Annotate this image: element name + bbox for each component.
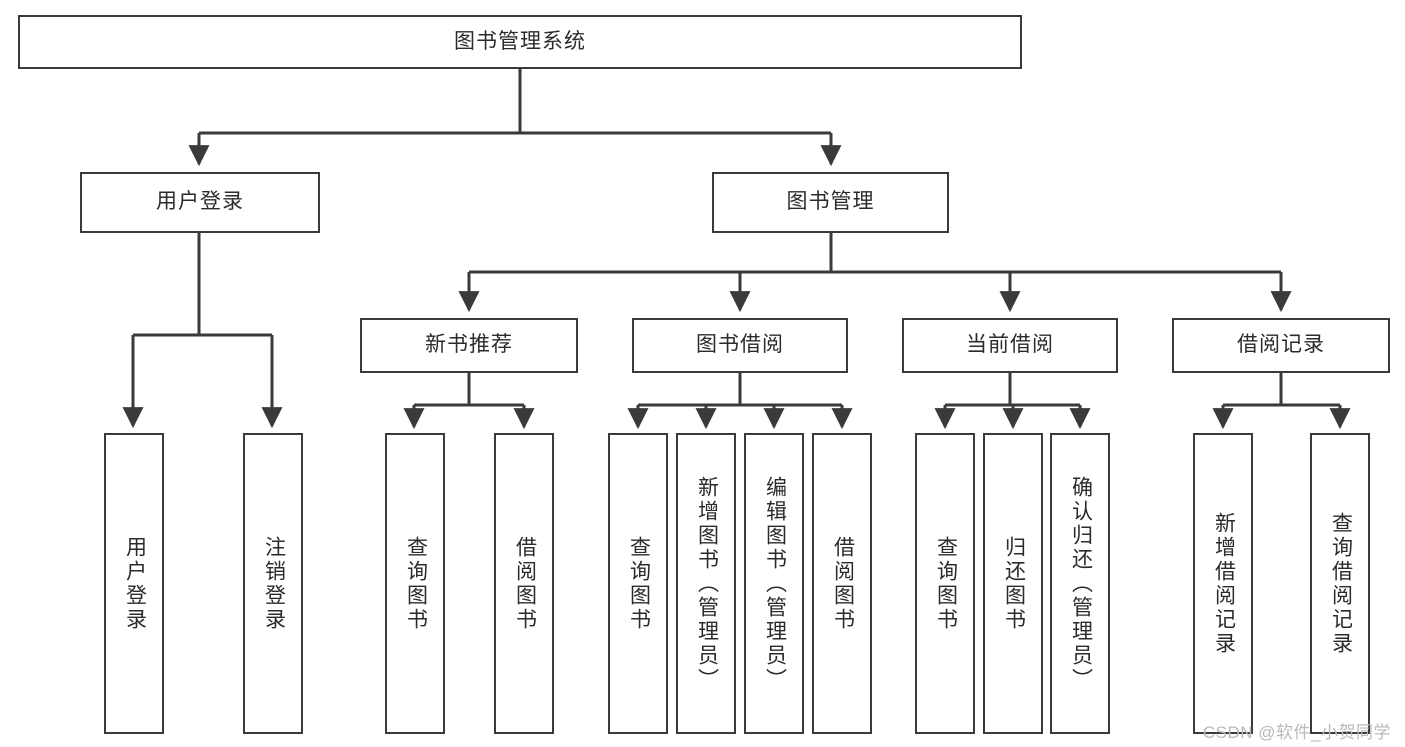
watermark: CSDN @软件_小贺同学 [1202,723,1391,742]
leaf-add-borrow-record[interactable]: 新增借阅记录 [1193,433,1253,734]
node-label: 当前借阅 [966,333,1054,357]
leaf-logout[interactable]: 注销登录 [243,433,303,734]
node-book-management[interactable]: 图书管理 [712,172,949,233]
node-root-system[interactable]: 图书管理系统 [18,15,1022,69]
node-label: 用户登录 [156,190,244,214]
node-label: 确认归还（管理员） [1069,475,1093,692]
node-label: 查询借阅记录 [1329,511,1353,656]
node-current-borrow[interactable]: 当前借阅 [902,318,1118,373]
node-label: 借阅图书 [513,535,537,632]
node-label: 图书管理系统 [454,29,586,53]
leaf-borrow-book[interactable]: 借阅图书 [812,433,872,734]
leaf-edit-book-admin[interactable]: 编辑图书（管理员） [744,433,804,734]
node-label: 图书借阅 [696,333,784,357]
leaf-return-book[interactable]: 归还图书 [983,433,1043,734]
node-user-login[interactable]: 用户登录 [80,172,320,233]
node-label: 编辑图书（管理员） [763,475,787,692]
leaf-add-book-admin[interactable]: 新增图书（管理员） [676,433,736,734]
leaf-query-borrow-record[interactable]: 查询借阅记录 [1310,433,1370,734]
leaf-query-book-current[interactable]: 查询图书 [915,433,975,734]
node-label: 借阅记录 [1237,333,1325,357]
leaf-confirm-return-admin[interactable]: 确认归还（管理员） [1050,433,1110,734]
leaf-borrow-book-recommend[interactable]: 借阅图书 [494,433,554,734]
node-label: 注销登录 [262,535,286,632]
node-borrow-record[interactable]: 借阅记录 [1172,318,1390,373]
leaf-user-login[interactable]: 用户登录 [104,433,164,734]
node-label: 新增借阅记录 [1212,511,1236,656]
node-book-borrow[interactable]: 图书借阅 [632,318,848,373]
node-label: 归还图书 [1002,535,1026,632]
node-label: 查询图书 [404,535,428,632]
leaf-query-book-borrow[interactable]: 查询图书 [608,433,668,734]
node-label: 新增图书（管理员） [695,475,719,692]
node-label: 用户登录 [123,535,147,632]
node-label: 新书推荐 [425,333,513,357]
node-label: 图书管理 [786,190,875,214]
node-new-book-recommend[interactable]: 新书推荐 [360,318,578,373]
node-label: 查询图书 [627,535,651,632]
leaf-query-book-recommend[interactable]: 查询图书 [385,433,445,734]
node-label: 查询图书 [934,535,958,632]
node-label: 借阅图书 [831,535,855,632]
